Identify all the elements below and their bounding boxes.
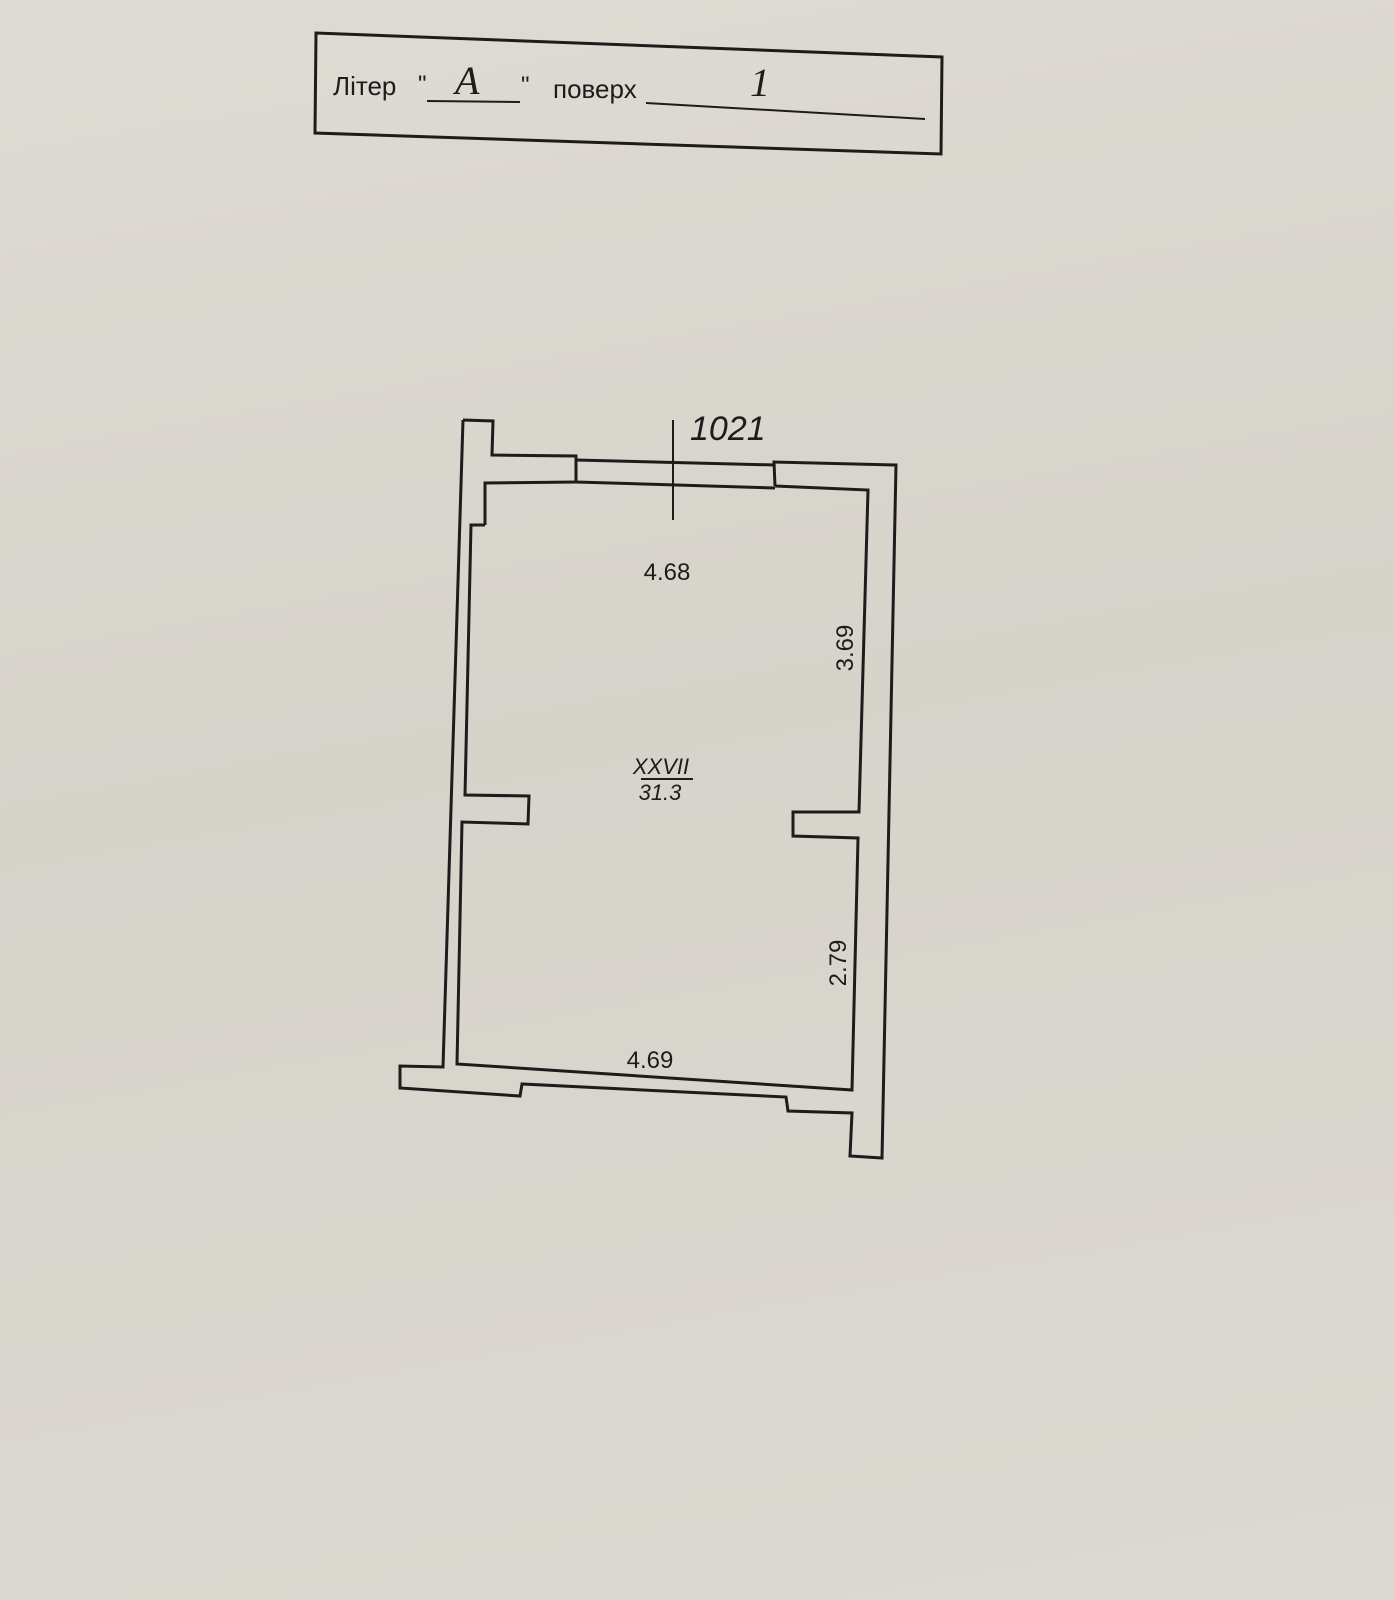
liter-quote-close: " bbox=[521, 72, 530, 99]
unit-number: 1021 bbox=[690, 410, 766, 448]
floor-label: поверх bbox=[553, 74, 637, 104]
dimension-top: 4.68 bbox=[644, 559, 691, 586]
window-line-inner bbox=[575, 480, 776, 490]
room-number: XXVII bbox=[632, 754, 689, 779]
liter-quote-open: " bbox=[418, 71, 427, 98]
walls bbox=[398, 418, 898, 1160]
window-line-outer bbox=[575, 458, 776, 467]
liter-value: А bbox=[452, 58, 480, 103]
floor-underline bbox=[645, 102, 926, 120]
liter-label: Літер bbox=[333, 71, 396, 101]
header-box: Літер " А " поверх 1 bbox=[313, 31, 944, 156]
floor-value: 1 bbox=[750, 60, 770, 105]
room-area: 31.3 bbox=[639, 780, 683, 805]
inner-wall-outline bbox=[455, 480, 870, 1092]
outer-wall-outline bbox=[398, 418, 898, 1160]
dimension-right-lower: 2.79 bbox=[825, 940, 852, 987]
dimension-right-upper: 3.69 bbox=[832, 625, 859, 672]
dimension-bottom: 4.69 bbox=[627, 1047, 674, 1074]
liter-underline bbox=[426, 100, 521, 103]
room-label: XXVII 31.3 bbox=[632, 754, 693, 805]
